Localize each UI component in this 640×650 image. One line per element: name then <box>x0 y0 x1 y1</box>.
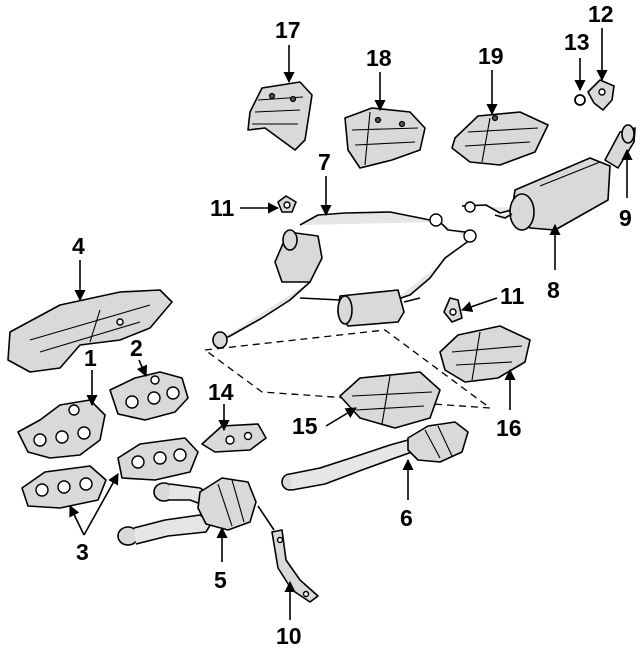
callout-1: 1 <box>84 345 97 371</box>
callout-18: 18 <box>366 45 392 71</box>
callout-7: 7 <box>318 149 331 175</box>
callout-13: 13 <box>564 29 590 55</box>
leader-lines <box>69 28 633 620</box>
gasket-3b <box>117 437 199 481</box>
callout-3: 3 <box>76 539 89 565</box>
center-pipe-7 <box>212 211 477 349</box>
callout-6: 6 <box>400 505 413 531</box>
callout-17: 17 <box>275 17 301 43</box>
tail-pipe-9 <box>604 124 636 169</box>
hanger-11-upper <box>277 195 297 213</box>
callout-19: 19 <box>478 43 504 69</box>
hanger-11-lower <box>443 297 463 323</box>
part-12-bracket <box>587 79 615 111</box>
callout-15: 15 <box>292 413 318 439</box>
callout-5: 5 <box>214 567 227 593</box>
callout-9: 9 <box>619 205 632 231</box>
gasket-3a <box>21 465 107 509</box>
converter-pipe-5 <box>117 477 257 546</box>
assembly-outline <box>203 329 493 409</box>
bracket-14 <box>201 423 267 453</box>
exhaust-manifold-2 <box>109 371 189 421</box>
callout-16: 16 <box>496 415 522 441</box>
callout-8: 8 <box>547 277 560 303</box>
callout-14: 14 <box>208 379 234 405</box>
callout-10: 10 <box>276 623 302 649</box>
rear-muffler-8 <box>461 157 611 231</box>
bracket-10 <box>271 529 319 603</box>
heat-shield-18 <box>344 107 426 169</box>
callout-11-lower: 11 <box>500 283 525 309</box>
callout-11-upper: 11 <box>210 195 235 221</box>
callout-2: 2 <box>130 335 143 361</box>
heat-shield-4 <box>7 289 173 373</box>
part-13-ring <box>574 94 586 106</box>
callout-4: 4 <box>72 233 85 259</box>
callout-12: 12 <box>588 1 614 27</box>
callout-labels: 17 18 19 13 12 9 8 7 11 11 4 1 2 3 14 15… <box>72 1 632 649</box>
heat-shield-17 <box>247 81 313 151</box>
front-pipe-6 <box>281 421 469 491</box>
heat-shield-16 <box>439 325 531 383</box>
heat-shield-15 <box>339 371 441 429</box>
heat-shield-19 <box>451 111 549 166</box>
exhaust-manifold-1 <box>17 399 106 459</box>
